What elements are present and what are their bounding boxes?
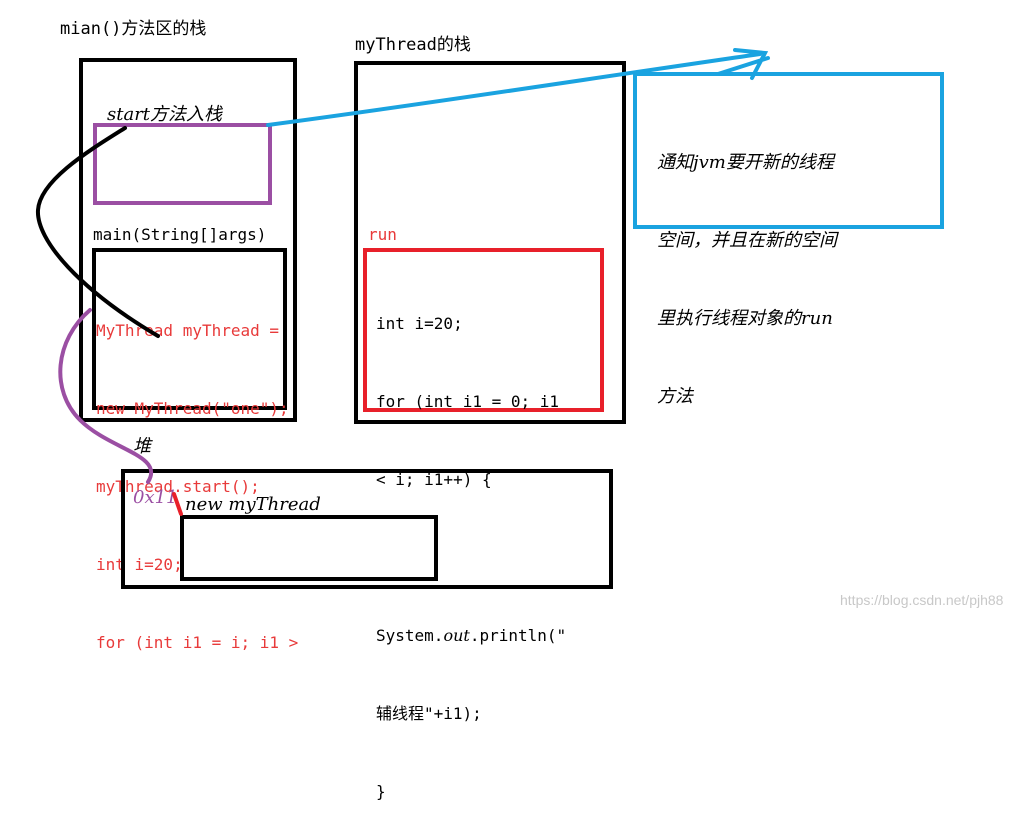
run-code-line: int i=20; (376, 314, 463, 333)
connector-overlay (35, 48, 770, 516)
note-box (633, 72, 944, 229)
run-code-line: < i; i1++) { (376, 470, 492, 489)
main-signature-label: main(String[]args) (93, 225, 267, 244)
note-text: 通知jvm要开新的线程 空间，并且在新的空间 里执行线程对象的run 方法 (657, 152, 837, 407)
run-code-line: 辅线程"+i1); (376, 704, 482, 723)
heap-label: 堆 (133, 436, 151, 457)
run-code-line: for (int i1 = 0; i1 (376, 392, 560, 411)
main-code-line: myThread.start(); (96, 477, 260, 496)
reference-curve (58, 308, 153, 484)
start-frame-box (93, 123, 272, 205)
run-label: run (368, 225, 397, 244)
start-call-curve (35, 126, 160, 338)
address-label: 0x11 (133, 487, 178, 508)
run-code-line: System.out.println(" (376, 626, 567, 645)
thread-stack-box (354, 61, 626, 424)
main-code-line: new MyThread("one"); (96, 399, 289, 418)
notify-arrow-line (266, 52, 762, 127)
start-push-label: start方法入栈 (107, 104, 223, 125)
run-code-line: } (376, 782, 386, 801)
main-frame-box (92, 248, 287, 410)
object-box (180, 515, 438, 581)
main-stack-title: mian()方法区的栈 (60, 19, 207, 39)
run-frame-box (363, 248, 604, 412)
notify-arrow-head (716, 48, 770, 80)
thread-stack-title: myThread的栈 (355, 35, 471, 55)
new-object-label: new myThread (185, 494, 321, 515)
watermark: https://blog.csdn.net/pjh88 (840, 592, 1004, 608)
heap-box (121, 469, 613, 589)
address-tick (172, 492, 183, 516)
main-code-line: for (int i1 = i; i1 > (96, 633, 299, 652)
main-stack-box (79, 58, 297, 422)
main-code-line: int i=20; (96, 555, 183, 574)
